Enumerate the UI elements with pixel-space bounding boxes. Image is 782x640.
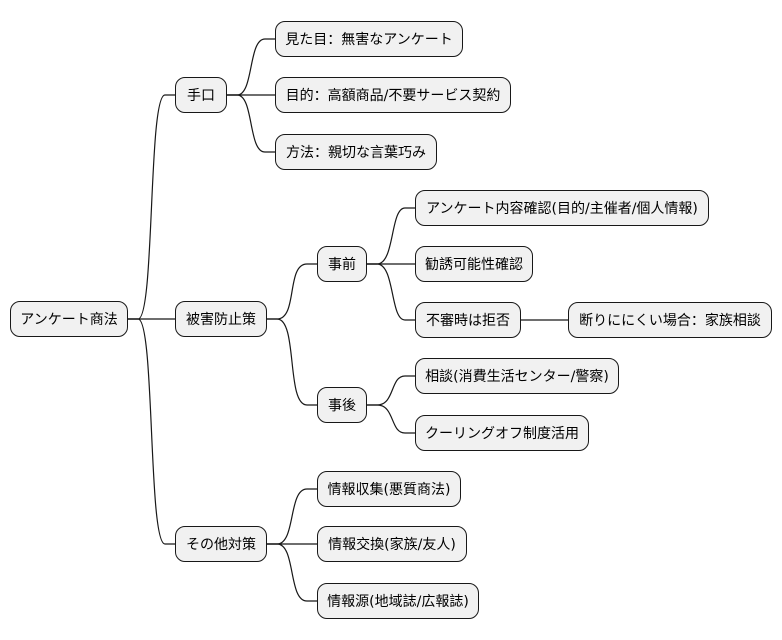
leaf-kanyu-kanousei: 勧誘可能性確認 bbox=[415, 246, 533, 282]
link-higai-jizen bbox=[267, 263, 317, 320]
root-node: アンケート商法 bbox=[10, 301, 128, 337]
link-higai-jigo bbox=[267, 318, 317, 406]
branch-sonota-taisaku: その他対策 bbox=[175, 526, 267, 562]
leaf-mitame: 見た目：無害なアンケート bbox=[275, 21, 463, 57]
link-jigo-soudan bbox=[367, 375, 415, 406]
leaf-joho-shushu: 情報収集(悪質商法) bbox=[317, 471, 461, 507]
leaf-kotowari-kazoku: 断りににくい場合：家族相談 bbox=[568, 302, 772, 338]
leaf-joho-koukan: 情報交換(家族/友人) bbox=[317, 526, 467, 562]
link-teguchi-mitame bbox=[227, 38, 275, 96]
link-jigo-cooling bbox=[367, 404, 415, 434]
link-jizen-enquete bbox=[367, 207, 415, 265]
branch-higai-boushi: 被害防止策 bbox=[175, 301, 267, 337]
link-sonota-shushu bbox=[267, 488, 317, 545]
leaf-enquete-kakunin: アンケート内容確認(目的/主催者/個人情報) bbox=[415, 190, 709, 226]
leaf-cooling-off: クーリングオフ制度活用 bbox=[415, 415, 589, 451]
leaf-houhou: 方法：親切な言葉巧み bbox=[275, 134, 437, 170]
branch-teguchi: 手口 bbox=[175, 77, 227, 113]
leaf-johogen: 情報源(地域誌/広報誌) bbox=[317, 583, 479, 619]
leaf-fushin-kyohi: 不審時は拒否 bbox=[415, 302, 521, 338]
leaf-mokuteki: 目的：高額商品/不要サービス契約 bbox=[275, 77, 511, 113]
leaf-soudan: 相談(消費生活センター/警察) bbox=[415, 358, 619, 394]
link-jizen-kyohi bbox=[367, 263, 415, 321]
link-teguchi-houhou bbox=[227, 94, 275, 153]
link-sonota-gen bbox=[267, 543, 317, 602]
link-root-teguchi bbox=[128, 94, 175, 320]
link-root-sonota bbox=[128, 318, 175, 545]
branch-jigo: 事後 bbox=[317, 387, 367, 423]
branch-jizen: 事前 bbox=[317, 246, 367, 282]
